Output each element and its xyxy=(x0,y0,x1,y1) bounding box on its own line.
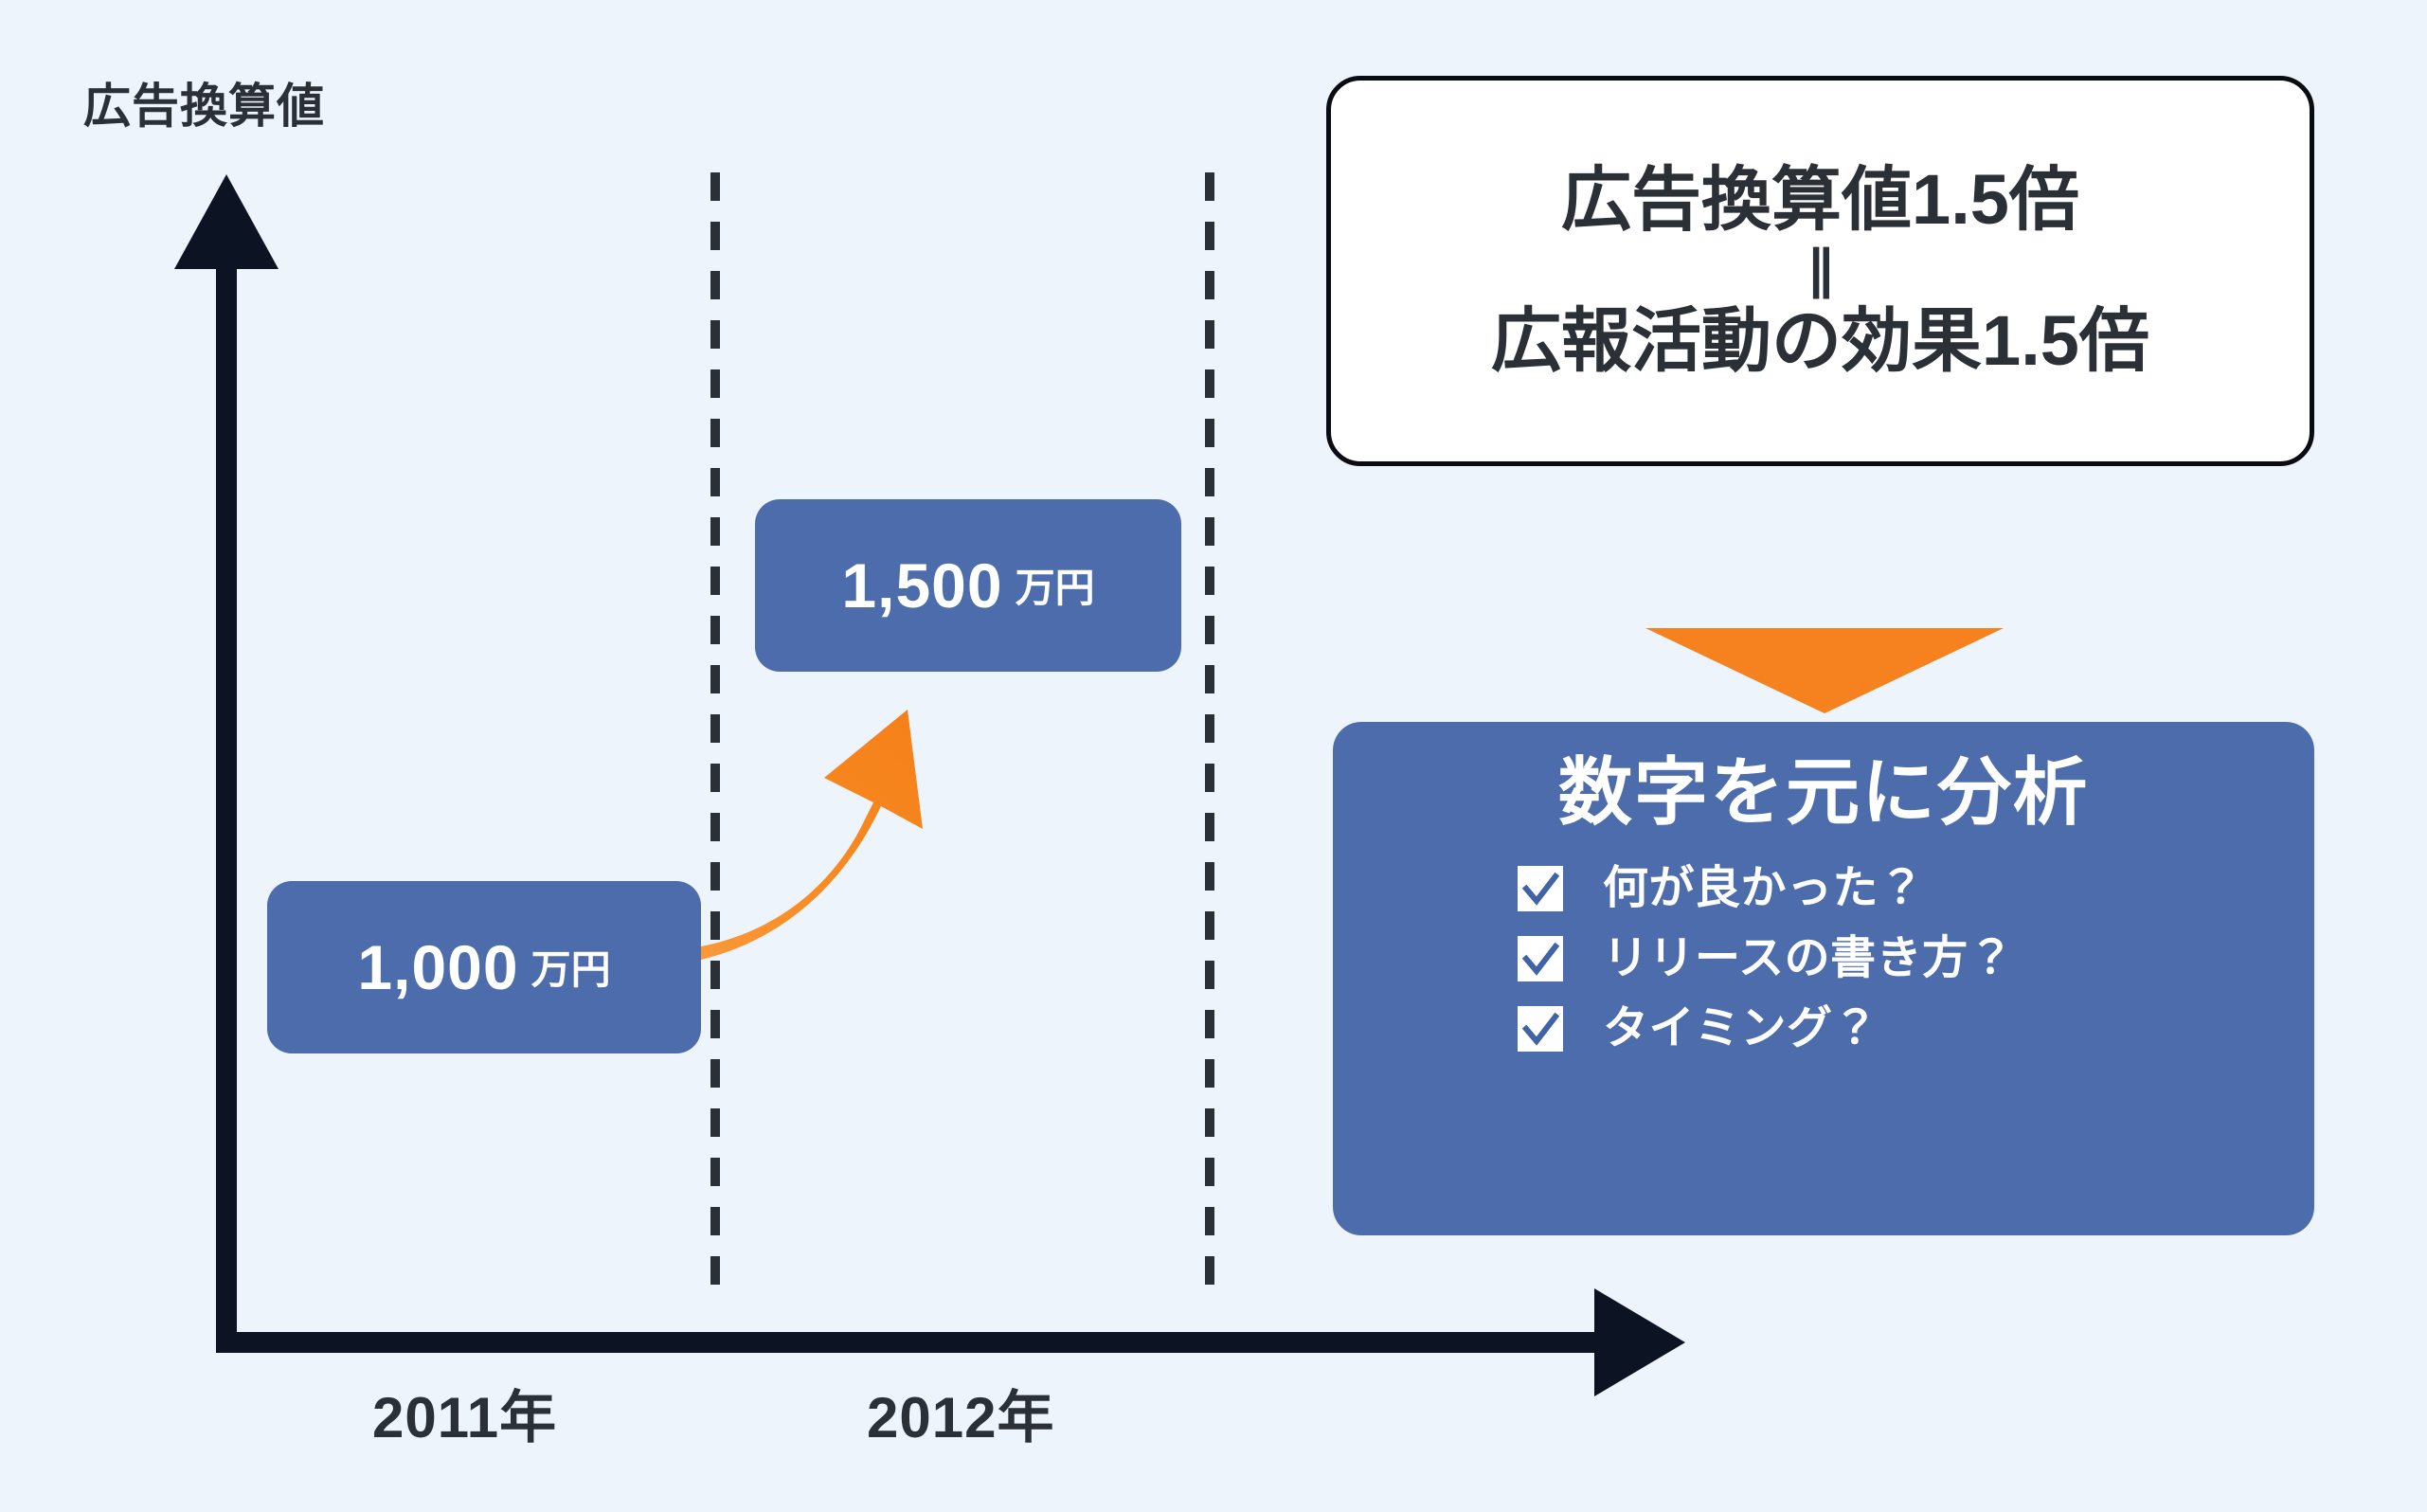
value-unit: 万円 xyxy=(1015,566,1095,610)
down-arrow-icon xyxy=(1645,628,2004,713)
checkbox-checked-icon[interactable] xyxy=(1518,935,1563,981)
callout-equals-sign: ∥ xyxy=(1807,240,1834,299)
growth-arrow-icon xyxy=(654,710,923,962)
x-tick-label-2012: 2012年 xyxy=(867,1386,1055,1449)
conclusion-callout: 広告換算値1.5倍 ∥ 広報活動の効果1.5倍 xyxy=(1326,76,2314,466)
x-axis-line xyxy=(216,1332,1599,1353)
x-axis-arrowhead-icon xyxy=(1594,1288,1685,1396)
callout-line-2: 広報活動の効果1.5倍 xyxy=(1491,301,2149,380)
value-unit: 万円 xyxy=(530,947,611,992)
analysis-panel: 数字を元に分析 何が良かった？ リリースの書き方？ xyxy=(1333,722,2314,1235)
analysis-panel-title: 数字を元に分析 xyxy=(1557,750,2089,834)
period-divider-left xyxy=(710,172,720,1298)
callout-line-1: 広告換算値1.5倍 xyxy=(1561,160,2079,240)
x-tick-label-2011: 2011年 xyxy=(372,1386,558,1449)
value-box-2012: 1,500 万円 xyxy=(755,499,1181,672)
analysis-check-label: タイミング？ xyxy=(1603,1002,1879,1053)
value-amount: 1,000 xyxy=(357,932,519,1002)
analysis-check-label: リリースの書き方？ xyxy=(1603,932,2015,983)
value-amount: 1,500 xyxy=(841,550,1003,621)
checkbox-checked-icon[interactable] xyxy=(1518,865,1563,911)
analysis-check-item-3[interactable]: タイミング？ xyxy=(1518,1002,2314,1053)
checkbox-checked-icon[interactable] xyxy=(1518,1005,1563,1052)
period-divider-right xyxy=(1205,172,1214,1298)
analysis-check-label: 何が良かった？ xyxy=(1603,862,1925,913)
analysis-check-item-2[interactable]: リリースの書き方？ xyxy=(1518,932,2314,983)
value-box-2011: 1,000 万円 xyxy=(267,881,701,1053)
y-axis-label: 広告換算値 xyxy=(83,80,325,133)
analysis-check-item-1[interactable]: 何が良かった？ xyxy=(1518,862,2314,913)
y-axis-line xyxy=(216,194,237,1352)
